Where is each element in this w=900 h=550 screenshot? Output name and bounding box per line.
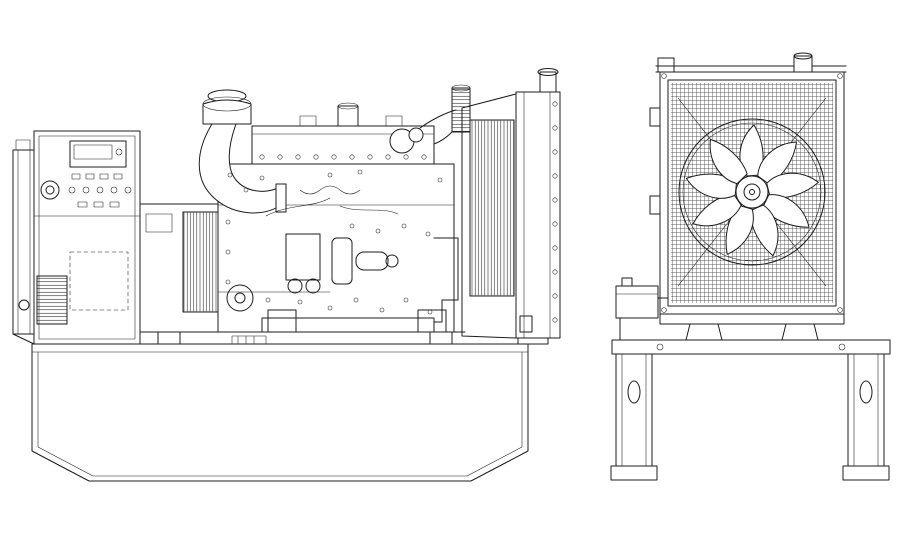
intake-flange [275, 183, 287, 213]
display-screen [69, 140, 127, 168]
filler-neck [537, 68, 559, 93]
air-cleaner [202, 89, 252, 125]
side-bracket [649, 107, 661, 127]
crank-pulley [226, 284, 254, 312]
panel-vent-grille [36, 275, 68, 325]
foot-pad [610, 465, 658, 481]
access-door-outline [69, 251, 129, 311]
lifting-eye [385, 115, 403, 127]
alternator-housing [139, 203, 466, 345]
frame-screws [661, 73, 843, 313]
foot-pad [842, 465, 890, 481]
valve-cover-bolts [259, 154, 427, 160]
oil-filter [331, 237, 353, 285]
exhaust-bellows [451, 87, 471, 133]
end-view [610, 52, 891, 481]
radiator-top [655, 52, 847, 73]
radiator-core-fins [469, 119, 515, 297]
alternator-end [12, 139, 36, 345]
radiator-foot [517, 337, 549, 345]
support-leg-left [610, 353, 658, 481]
side-bracket [649, 195, 661, 215]
base-skid-side [31, 343, 529, 482]
radiator-bottom [659, 313, 845, 341]
mount-foot [157, 331, 181, 345]
starter-motor [355, 251, 389, 271]
engine-mounts [267, 309, 447, 333]
radiator-bolts [552, 101, 558, 323]
emergency-stop-button [40, 180, 60, 200]
cooling-fan [678, 118, 826, 266]
lifting-eye [299, 115, 317, 127]
engine-bolts [225, 169, 443, 315]
engine [198, 84, 471, 345]
exhaust-stub [337, 105, 359, 127]
nameplate [231, 335, 267, 345]
base-skid-end [610, 339, 891, 481]
drain-outlet [519, 315, 533, 333]
oil-pan [261, 317, 435, 333]
engine-bracket [419, 237, 459, 323]
hoses [265, 185, 399, 217]
alternator-vent-grille [182, 211, 219, 313]
fan-hub [735, 175, 769, 209]
radiator-side [461, 68, 561, 345]
turbocharger [389, 109, 457, 154]
panel-buttons [68, 173, 132, 208]
expansion-tank [615, 277, 669, 341]
control-panel [33, 130, 141, 345]
mount-foot [429, 331, 453, 345]
support-leg-right [842, 353, 890, 481]
injection-pump [285, 233, 321, 281]
engine-block [217, 163, 455, 333]
side-view [12, 68, 561, 482]
